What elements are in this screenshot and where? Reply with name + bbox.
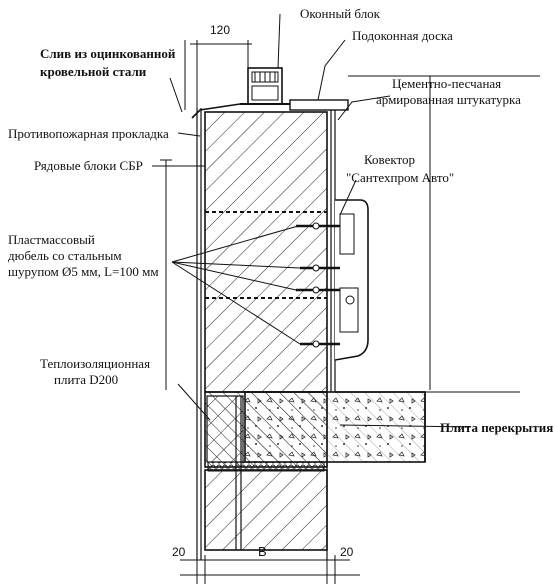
label-shtukaturka-2: армированная штукатурка xyxy=(376,92,521,107)
drip-sill xyxy=(191,103,241,119)
extension-lines xyxy=(160,40,540,584)
dowels xyxy=(296,222,340,348)
convector xyxy=(334,199,369,361)
dim-top: 120 xyxy=(210,23,230,37)
label-dyubel-3: шурупом Ø5 мм, L=100 мм xyxy=(8,264,159,279)
insulation-strip xyxy=(207,461,325,472)
wall-blocks xyxy=(204,111,328,551)
label-plita: Плита перекрытия xyxy=(440,420,553,435)
insulation-board xyxy=(206,395,244,463)
floor-slab xyxy=(244,391,426,463)
sill-board xyxy=(289,99,349,111)
label-bloki: Рядовые блоки СБР xyxy=(34,158,143,173)
label-konvektor-1: Ковектор xyxy=(364,152,415,167)
label-prokladka: Противопожарная прокладка xyxy=(8,126,169,141)
label-sliv-1: Слив из оцинкованной xyxy=(40,46,176,61)
label-okonny-blok: Оконный блок xyxy=(300,6,381,21)
dim-bottom-left: 20 xyxy=(172,545,186,559)
label-shtukaturka-1: Цементно-песчаная xyxy=(392,76,501,91)
label-podokonnaya: Подоконная доска xyxy=(352,28,453,43)
label-teplo-1: Теплоизоляционная xyxy=(40,356,150,371)
dim-bottom-mid: B xyxy=(258,544,267,559)
label-dyubel-2: дюбель со стальным xyxy=(8,248,122,263)
label-dyubel-1: Пластмассовый xyxy=(8,232,95,247)
label-teplo-2: плита D200 xyxy=(54,372,118,387)
window-block xyxy=(240,67,290,105)
dim-bottom-right: 20 xyxy=(340,545,354,559)
label-sliv-2: кровельной стали xyxy=(40,64,147,79)
label-konvektor-2: "Сантехпром Авто" xyxy=(346,170,454,185)
leader-lines xyxy=(152,13,471,428)
